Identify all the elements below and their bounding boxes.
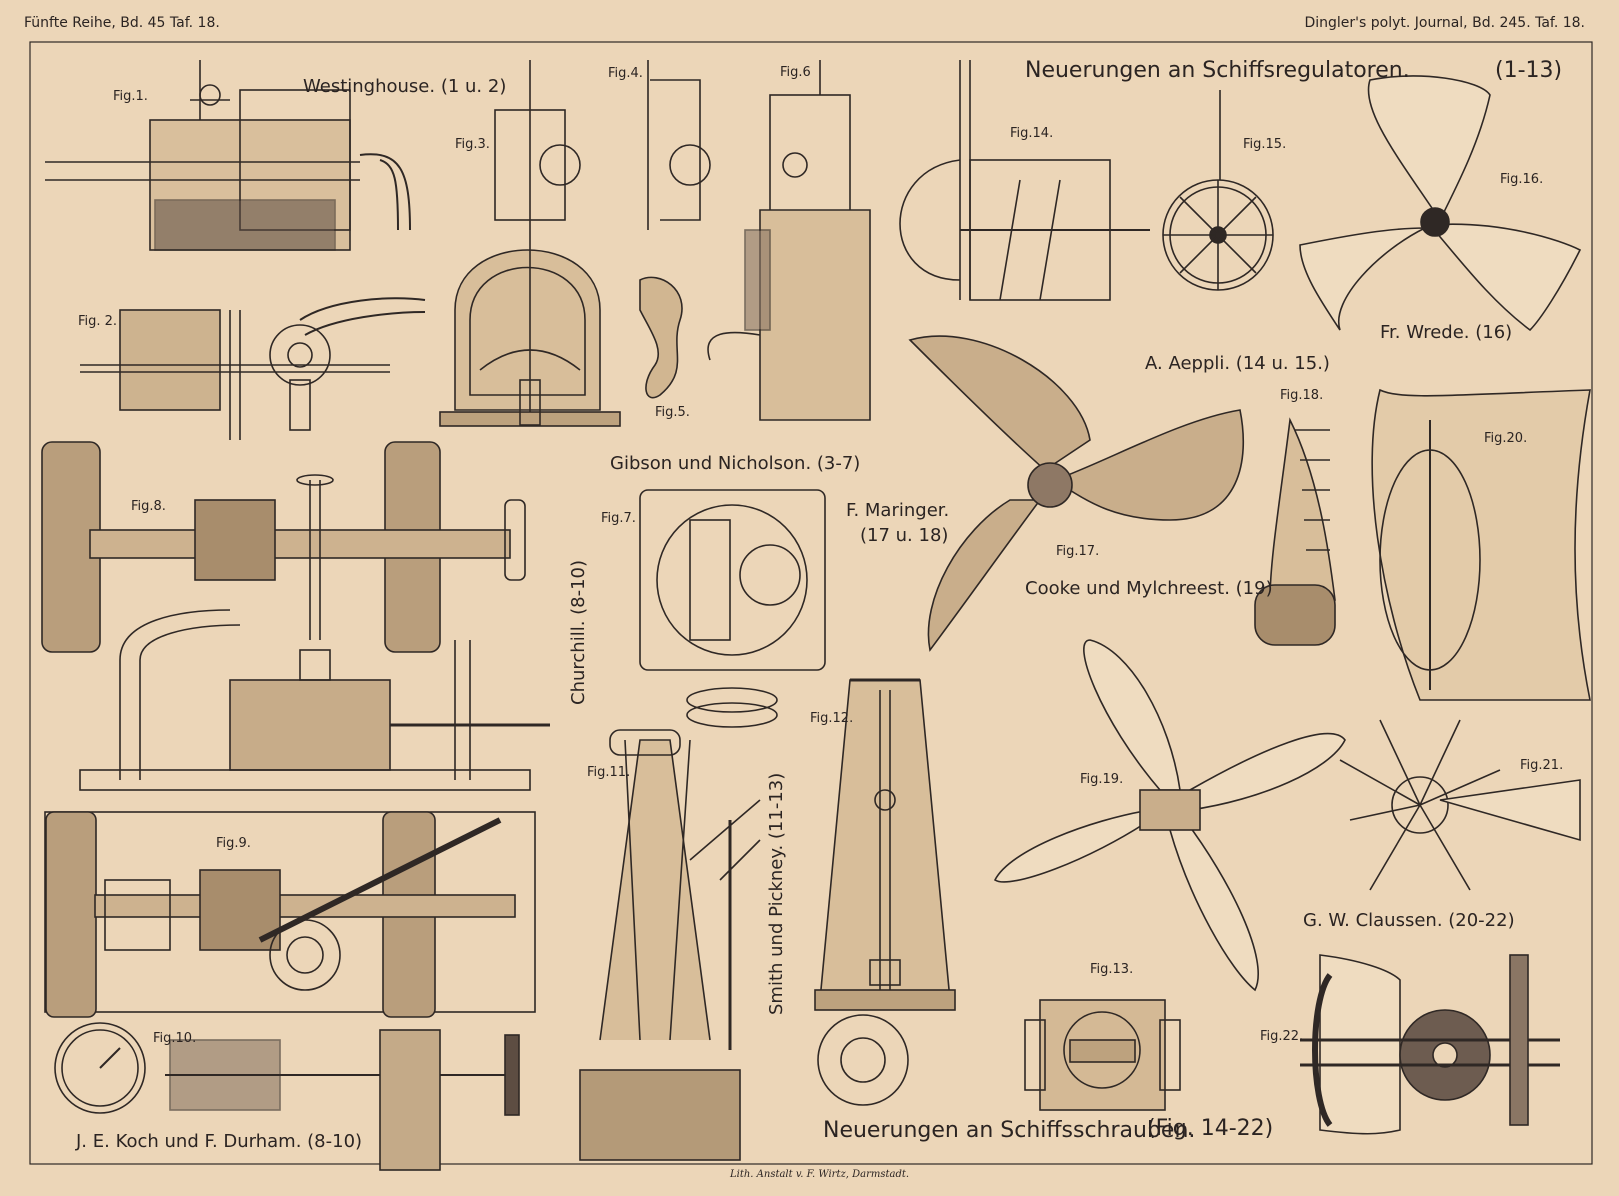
fig-label-11: Fig.11.: [587, 765, 631, 780]
caption-westinghouse: Westinghouse. (1 u. 2): [303, 76, 507, 97]
fig7-drawing: [639, 489, 826, 728]
fig-label-7: Fig.7.: [601, 511, 636, 526]
caption-cooke: Cooke und Mylchreest. (19): [1025, 578, 1273, 599]
fig19-drawing: [993, 639, 1346, 992]
caption-smith: Smith und Pickney. (11-13): [766, 772, 787, 1015]
fig-label-12: Fig.12.: [810, 711, 854, 726]
caption-wrede: Fr. Wrede. (16): [1380, 322, 1513, 343]
fig10-drawing: [54, 1022, 520, 1171]
fig-label-13: Fig.13.: [1090, 962, 1134, 977]
fig9-drawing: [44, 811, 536, 1018]
caption-gibson: Gibson und Nicholson. (3-7): [610, 453, 861, 474]
fig-label-5: Fig.5.: [655, 405, 690, 420]
fig13-drawing: [1024, 999, 1181, 1111]
caption-maringer-range: (17 u. 18): [860, 525, 949, 546]
fig-label-16: Fig.16.: [1500, 172, 1544, 187]
caption-maringer: F. Maringer.: [846, 500, 950, 521]
fig-label-15: Fig.15.: [1243, 137, 1287, 152]
header-left: Fünfte Reihe, Bd. 45 Taf. 18.: [24, 15, 220, 31]
fig20-drawing: [1371, 388, 1591, 701]
caption-koch: J. E. Koch und F. Durham. (8-10): [76, 1131, 363, 1152]
fig21-drawing: [1339, 719, 1581, 891]
caption-aeppli: A. Aeppli. (14 u. 15.): [1145, 353, 1330, 374]
fig18-drawing: [1254, 417, 1336, 646]
fig-label-4: Fig.4.: [608, 66, 643, 81]
fig-label-2: Fig. 2.: [78, 314, 118, 329]
fig5-drawing: [639, 276, 683, 399]
fig-label-6: Fig.6: [780, 65, 811, 80]
fig-label-21: Fig.21.: [1520, 758, 1564, 773]
title-propellers-range: (Fig. 14-22): [1147, 1116, 1274, 1141]
fig16-drawing: [1299, 75, 1582, 332]
fig-label-10: Fig.10.: [153, 1031, 197, 1046]
fig-label-20: Fig.20.: [1484, 431, 1528, 446]
fig1-drawing: [45, 60, 411, 251]
title-regulators: Neuerungen an Schiffsregulatoren.: [1025, 58, 1410, 83]
fig17-drawing: [908, 335, 1245, 652]
fig14-drawing: [899, 60, 1150, 301]
fig-label-8: Fig.8.: [131, 499, 166, 514]
plate-border: [29, 41, 1593, 1165]
fig-label-18: Fig.18.: [1280, 388, 1324, 403]
fig22-drawing: [1300, 954, 1560, 1135]
fig3-drawing: [439, 60, 621, 427]
fig4-fig6-drawing: [647, 60, 871, 421]
header-right: Dingler's polyt. Journal, Bd. 245. Taf. …: [1304, 15, 1585, 31]
title-regulators-range: (1-13): [1495, 58, 1563, 83]
fig2-drawing: [80, 297, 426, 440]
fig-label-19: Fig.19.: [1080, 772, 1124, 787]
fig15-drawing: [1162, 90, 1274, 291]
fig-label-17: Fig.17.: [1056, 544, 1100, 559]
fig-label-9: Fig.9.: [216, 836, 251, 851]
fig8-drawing: [41, 441, 550, 791]
caption-claussen: G. W. Claussen. (20-22): [1303, 910, 1515, 931]
fig-label-22: Fig.22.: [1260, 1029, 1304, 1044]
fig11-drawing: [579, 729, 761, 1161]
caption-churchill: Churchill. (8-10): [568, 559, 589, 705]
lithographer-imprint: Lith. Anstalt v. F. Wirtz, Darmstadt.: [730, 1169, 910, 1180]
fig12-drawing: [814, 678, 956, 1106]
fig-label-1: Fig.1.: [113, 89, 148, 104]
fig-label-14: Fig.14.: [1010, 126, 1054, 141]
title-propellers: Neuerungen an Schiffsschrauben.: [823, 1118, 1196, 1143]
fig-label-3: Fig.3.: [455, 137, 490, 152]
